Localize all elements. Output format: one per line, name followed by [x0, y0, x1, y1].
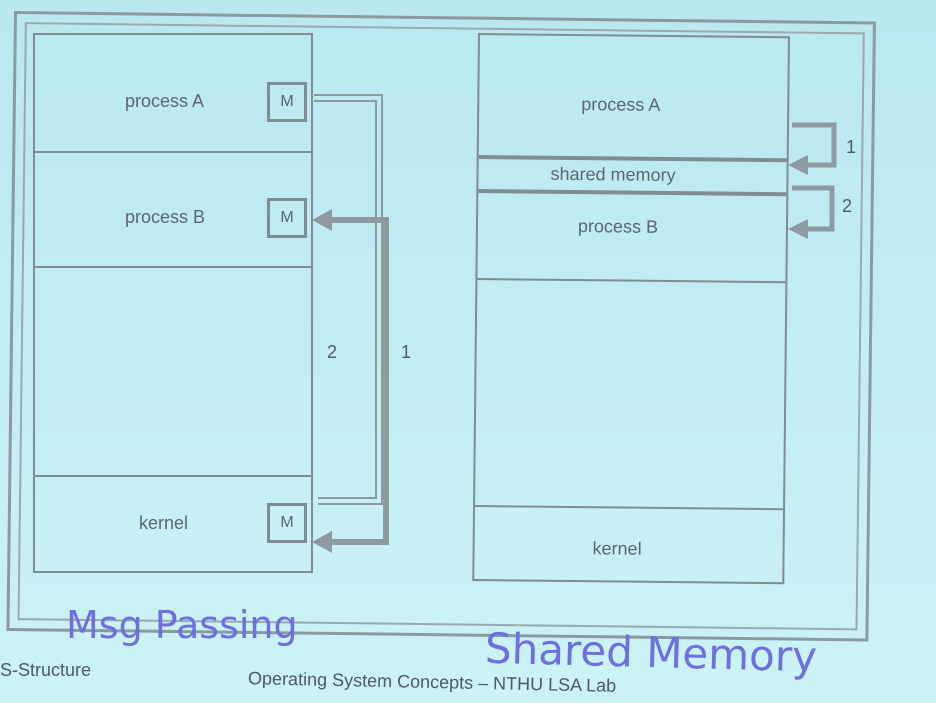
- shm-arrow-1-shaft: [792, 122, 837, 168]
- shm-arrow-2-shaft: [792, 185, 835, 232]
- message-box-a: M: [267, 82, 307, 122]
- divider-b-free: [35, 266, 311, 268]
- kernel-label: kernel: [139, 513, 189, 533]
- process-b-label: process B: [125, 207, 206, 227]
- msg-arrowhead-b: [312, 209, 332, 231]
- shared-memory-caption: Shared Memory: [484, 623, 818, 682]
- divider-free-kernel: [35, 475, 311, 477]
- msg-path-1-inner: [314, 100, 377, 499]
- process-a-label: process A: [125, 91, 205, 111]
- msg-arrowhead-kernel: [312, 531, 332, 553]
- shm-step-1-label: 1: [846, 137, 857, 157]
- message-box-kernel: M: [267, 503, 307, 543]
- shm-step-2-label: 2: [842, 196, 853, 216]
- msg-passing-memory-panel: process A process B kernel M M M: [33, 33, 313, 573]
- msg-step-1-label: 1: [401, 342, 412, 362]
- footer-left-text: S-Structure: [0, 660, 92, 680]
- msg-path-1-outer: [314, 94, 383, 505]
- message-box-b: M: [267, 198, 307, 238]
- shm-arrowhead-1: [788, 155, 808, 175]
- divider-a-b: [35, 151, 311, 153]
- shm-arrowhead-2: [788, 219, 808, 239]
- msg-passing-caption: Msg Passing: [66, 603, 298, 647]
- msg-step-2-label: 2: [327, 342, 338, 362]
- msg-path-2-shaft: [330, 217, 389, 545]
